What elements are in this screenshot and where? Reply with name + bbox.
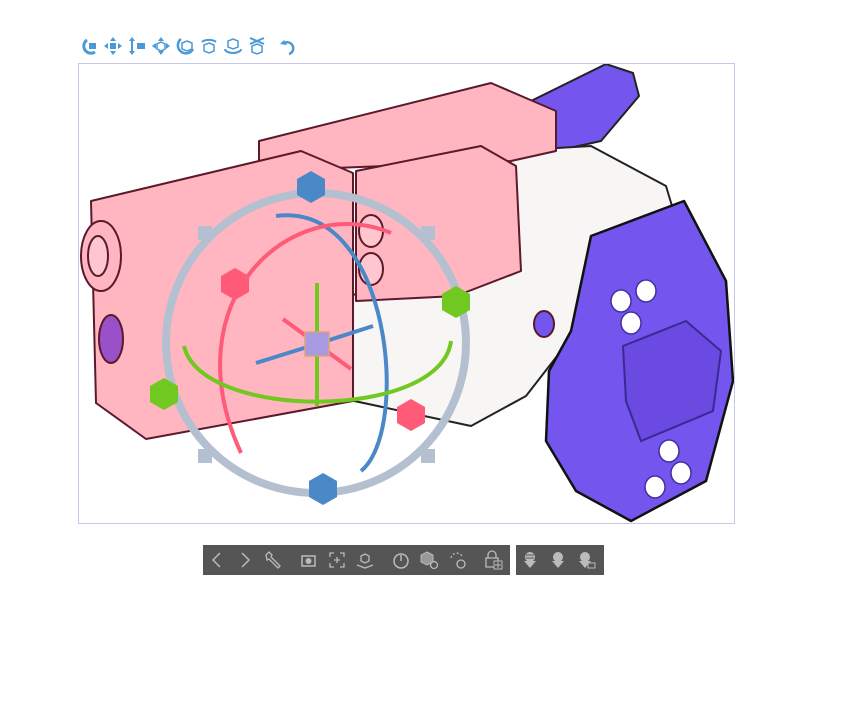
grip-dots xyxy=(610,279,692,499)
wrench-icon xyxy=(265,551,281,569)
undo-rotation-button[interactable] xyxy=(443,546,471,574)
undo-rotate-button[interactable] xyxy=(278,35,300,57)
camera-angle-button[interactable] xyxy=(295,546,323,574)
revolver-cylinder xyxy=(355,145,522,302)
object-control-bar xyxy=(203,545,510,575)
object-rotate-plane-icon xyxy=(224,38,242,54)
camera-angle-icon xyxy=(301,555,316,567)
chamber xyxy=(358,214,384,248)
object-scale-icon xyxy=(249,37,265,55)
undo-rotate-icon xyxy=(280,40,295,56)
hand-color-icon xyxy=(524,552,536,568)
object-launcher-toolbar xyxy=(78,35,300,59)
camera-pan-icon xyxy=(104,37,122,55)
camera-rotate-button[interactable] xyxy=(78,35,100,57)
next-icon xyxy=(241,552,251,568)
reset-rotation-button[interactable] xyxy=(387,546,415,574)
scale-corner-handle[interactable] xyxy=(421,449,435,463)
undo-rotation-icon xyxy=(450,552,466,569)
revolver-3d-model[interactable] xyxy=(79,64,734,523)
blue-hex-handle[interactable] xyxy=(309,473,337,505)
red-hex-handle[interactable] xyxy=(397,399,425,431)
settings-button[interactable] xyxy=(259,546,287,574)
scale-corner-handle[interactable] xyxy=(198,226,212,240)
lock-add-button[interactable] xyxy=(479,546,507,574)
previous-icon xyxy=(211,552,221,568)
reset-object-button[interactable] xyxy=(415,546,443,574)
center-handle[interactable] xyxy=(304,331,330,357)
manipulator-gizmo[interactable] xyxy=(150,171,470,505)
object-rotate-icon xyxy=(176,38,195,55)
hand-control-bar xyxy=(516,545,604,575)
camera-dolly-button[interactable] xyxy=(126,35,148,57)
hand-pose-button[interactable] xyxy=(572,546,600,574)
ejector-knob xyxy=(98,314,124,364)
cylinder-release xyxy=(533,310,555,338)
hand-shape-icon xyxy=(552,552,564,568)
camera-pan-button[interactable] xyxy=(102,35,124,57)
object-rotate-y-icon xyxy=(201,38,217,54)
hand-color-button[interactable] xyxy=(516,546,544,574)
grip-emblem xyxy=(621,319,723,443)
object-rotate-button[interactable] xyxy=(174,35,196,57)
object-rotate-plane-button[interactable] xyxy=(222,35,244,57)
green-hex-handle[interactable] xyxy=(150,378,178,410)
3d-canvas[interactable] xyxy=(78,63,735,524)
object-move-icon xyxy=(152,37,170,55)
floor-drop-icon xyxy=(356,553,374,569)
scale-corner-handle[interactable] xyxy=(421,226,435,240)
floor-drop-button[interactable] xyxy=(351,546,379,574)
rotate-x-arc[interactable] xyxy=(182,340,453,404)
reset-object-icon xyxy=(420,551,439,570)
hand-pose-icon xyxy=(579,552,596,569)
red-hex-handle[interactable] xyxy=(221,268,249,300)
scale-corner-handle[interactable] xyxy=(198,449,212,463)
green-hex-handle[interactable] xyxy=(442,286,470,318)
object-rotate-y-button[interactable] xyxy=(198,35,220,57)
muzzle-bore xyxy=(87,235,109,277)
object-move-button[interactable] xyxy=(150,35,172,57)
previous-button[interactable] xyxy=(203,546,231,574)
blue-hex-handle[interactable] xyxy=(297,171,325,203)
rotate-z-arc[interactable] xyxy=(218,221,392,454)
fit-frame-icon xyxy=(329,552,345,568)
lock-add-icon xyxy=(485,550,503,570)
camera-dolly-icon xyxy=(129,37,145,55)
reset-rotation-icon xyxy=(393,553,409,569)
next-button[interactable] xyxy=(231,546,259,574)
camera-rotate-icon xyxy=(82,38,96,55)
fit-frame-button[interactable] xyxy=(323,546,351,574)
rotate-y-arc[interactable] xyxy=(275,213,389,473)
object-scale-button[interactable] xyxy=(246,35,268,57)
hand-shape-button[interactable] xyxy=(544,546,572,574)
